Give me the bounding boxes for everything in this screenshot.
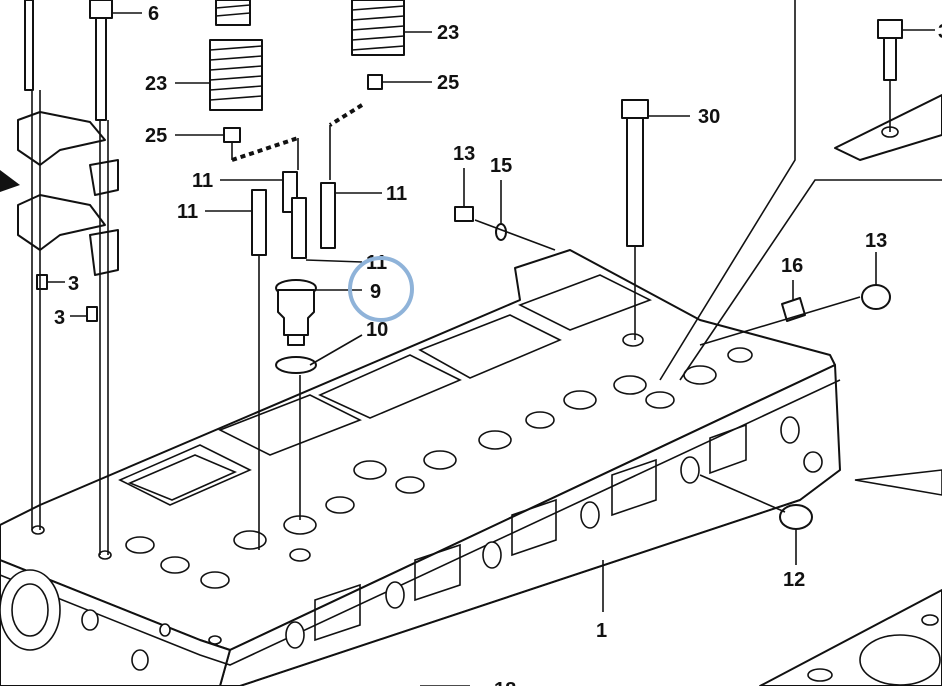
leader-lines: [47, 12, 935, 686]
valve-springs: [209, 0, 405, 180]
callout-23-right: 23: [437, 22, 459, 44]
callout-9: 9: [370, 281, 381, 303]
callout-3-topright: 3: [938, 21, 942, 43]
valve-spring-right: [351, 0, 405, 90]
plugs: [454, 206, 891, 530]
long-studs: [24, 0, 113, 555]
callout-25-right: 25: [437, 72, 459, 94]
top-right-bracket: [659, 0, 942, 496]
cylinder-head: [0, 249, 841, 686]
callout-labels: 6 3 3 23 25 23 25 11 11 11 11 9 10 30 13…: [54, 3, 942, 686]
injector-sleeve: [275, 279, 317, 520]
callout-11-d: 11: [366, 252, 387, 274]
valve-spring-left: [209, 0, 263, 143]
callout-30: 30: [698, 106, 720, 128]
callout-3-lower: 3: [54, 307, 65, 329]
callout-11-b: 11: [177, 201, 198, 223]
callout-13: 13: [865, 230, 887, 252]
callout-15: 13: [453, 143, 475, 165]
callout-11-a: 11: [192, 170, 213, 192]
callout-3-upper: 3: [68, 273, 79, 295]
callout-25-left: 25: [145, 125, 167, 147]
highlight-ring: [348, 256, 414, 322]
callout-18: 18: [494, 679, 516, 686]
callout-10: 10: [366, 319, 388, 341]
callout-11-c: 11: [386, 183, 407, 205]
head-gasket: [759, 589, 942, 686]
valve-guides: [251, 171, 336, 550]
callout-1: 1: [596, 620, 607, 642]
head-bolt: [621, 99, 649, 340]
callout-17: 16: [781, 255, 803, 277]
callout-23-left: 23: [145, 73, 167, 95]
callout-6: 6: [148, 3, 159, 25]
callout-12: 12: [783, 569, 805, 591]
callout-16: 15: [490, 155, 512, 177]
